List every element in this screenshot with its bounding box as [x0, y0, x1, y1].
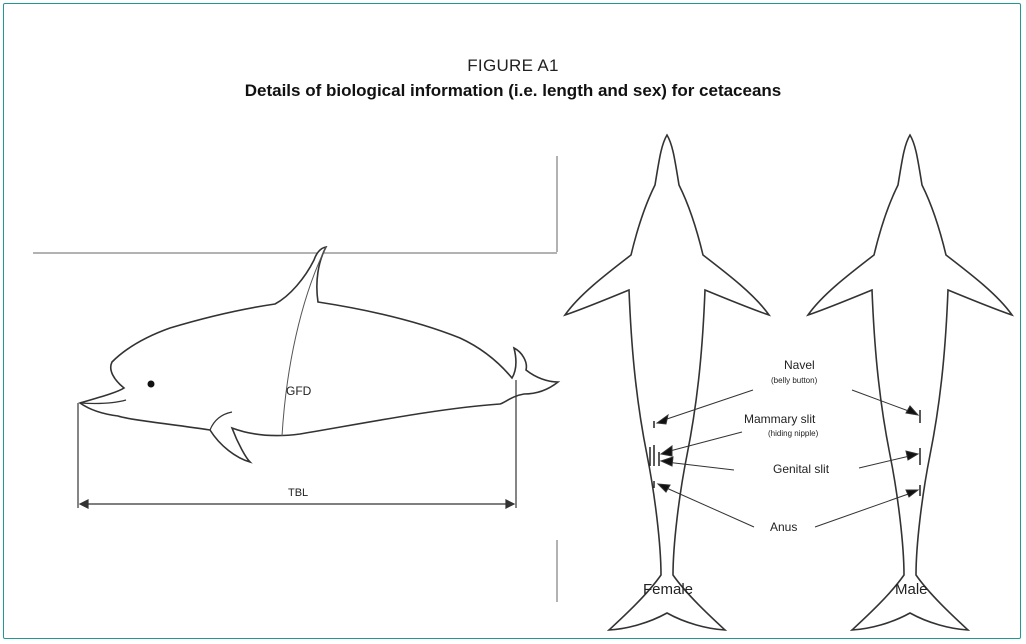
navel-sublabel: (belly button) [771, 376, 818, 385]
female-dolphin-ventral [565, 135, 769, 630]
tbl-label: TBL [288, 487, 308, 499]
girth-label: GFD [286, 384, 312, 398]
male-dolphin-ventral [808, 135, 1012, 630]
mammary-slit-label: Mammary slit [744, 412, 816, 426]
pointer-lines [657, 390, 918, 527]
anus-label: Anus [770, 520, 797, 534]
male-label: Male [895, 581, 928, 598]
mammary-slit-sublabel: (hiding nipple) [768, 429, 819, 438]
female-label: Female [643, 581, 693, 598]
genital-slit-label: Genital slit [773, 462, 830, 476]
dolphin-side-view [80, 247, 558, 462]
navel-label: Navel [784, 358, 815, 372]
